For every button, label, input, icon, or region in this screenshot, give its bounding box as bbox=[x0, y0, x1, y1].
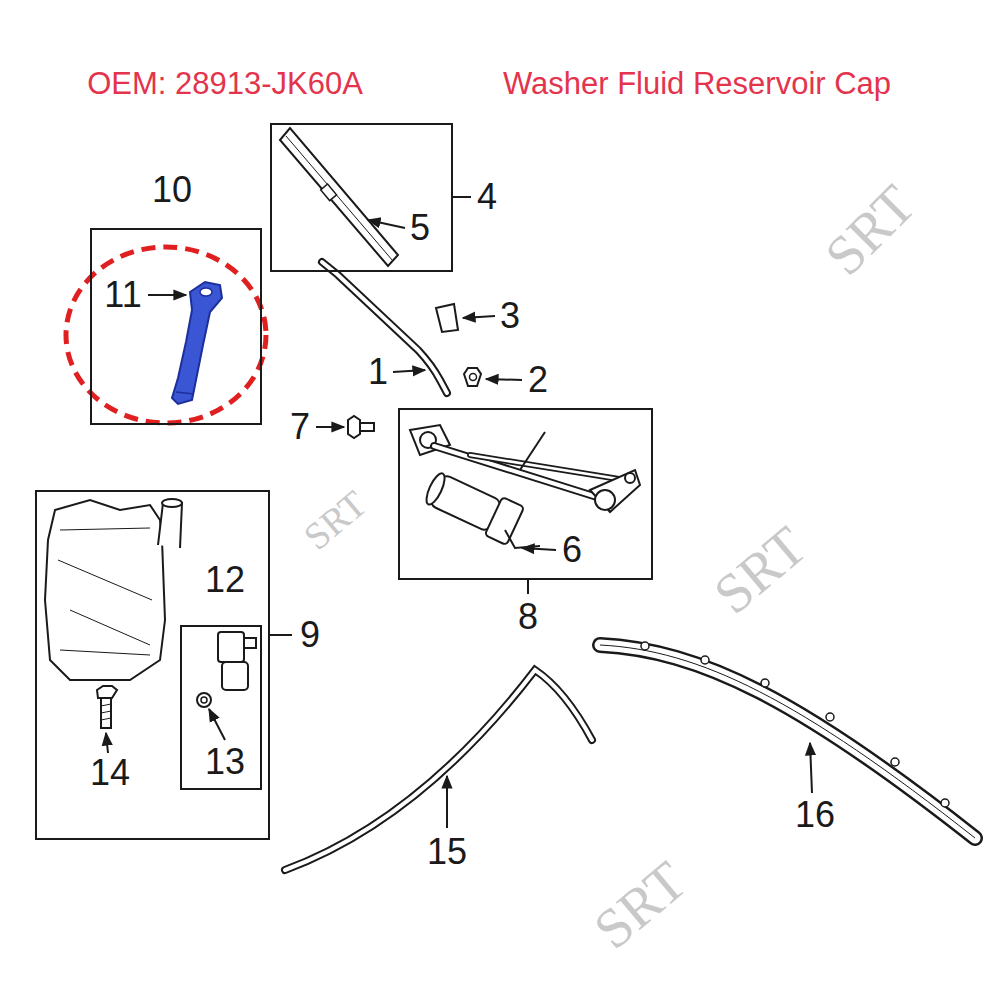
molding-clip bbox=[641, 642, 649, 650]
part-caption: Washer Fluid Reservoir Cap bbox=[503, 68, 891, 99]
callout-number: 3 bbox=[500, 298, 520, 334]
part-group-box: 1213 bbox=[180, 625, 262, 790]
highlight-circle bbox=[66, 247, 266, 423]
molding-clip bbox=[891, 758, 899, 766]
callout-number: 15 bbox=[427, 834, 467, 870]
leader-line bbox=[148, 294, 186, 296]
washer-pump-motor bbox=[222, 662, 248, 690]
leader-line bbox=[393, 370, 425, 372]
filler-neck-hole bbox=[200, 288, 212, 296]
filler-neck-band bbox=[176, 392, 194, 394]
wiper-arm-fill bbox=[322, 262, 447, 393]
leader-line bbox=[106, 733, 108, 753]
bolt-head bbox=[97, 686, 117, 698]
pivot-nut bbox=[464, 368, 481, 386]
leader-line bbox=[316, 426, 344, 428]
pivot-cap bbox=[436, 304, 458, 332]
bracket-line bbox=[527, 580, 529, 594]
leader-line bbox=[209, 709, 225, 740]
leader-line bbox=[486, 379, 522, 380]
filler-neck bbox=[172, 282, 222, 404]
pump-grommet-hole bbox=[201, 697, 207, 703]
callout-number: 13 bbox=[205, 744, 245, 780]
leader-line bbox=[522, 548, 556, 550]
pump-grommet bbox=[197, 693, 211, 707]
callout-number: 16 bbox=[795, 797, 835, 833]
reservoir-tank bbox=[45, 500, 165, 680]
callout-number: 6 bbox=[562, 532, 582, 568]
wiper-blade-clip bbox=[321, 184, 337, 201]
linkage-pivot bbox=[595, 490, 615, 510]
reservoir-neck-opening bbox=[162, 499, 182, 507]
part-group-box: 9141213 bbox=[35, 490, 270, 840]
title-text: OEM: 28913-JK60A bbox=[87, 68, 363, 99]
callout-number: 2 bbox=[528, 362, 548, 398]
molding-clips bbox=[641, 642, 949, 807]
reservoir-detail bbox=[58, 528, 152, 655]
watermark: SRT bbox=[815, 175, 925, 285]
callout-number: 9 bbox=[300, 617, 320, 653]
leader-line bbox=[368, 220, 405, 228]
leader-line bbox=[810, 743, 812, 793]
bolt-shaft bbox=[360, 423, 374, 431]
callout-number: 4 bbox=[477, 179, 497, 215]
motor-bracket bbox=[505, 530, 540, 548]
part-group-box: 45 bbox=[270, 123, 453, 272]
washer-pump bbox=[218, 632, 244, 662]
cowl-molding bbox=[600, 645, 975, 838]
watermark: SRT bbox=[584, 852, 696, 959]
washer-hose bbox=[285, 670, 592, 870]
leader-lines bbox=[106, 197, 812, 828]
bracket-line bbox=[453, 196, 471, 198]
callout-number: 12 bbox=[205, 562, 245, 598]
linkage-link bbox=[520, 432, 545, 470]
motor-end-cap bbox=[423, 471, 448, 507]
washer-pump-port bbox=[244, 638, 256, 648]
bolt-head bbox=[348, 416, 360, 438]
linkage-rod-fill bbox=[470, 455, 625, 480]
callout-number: 10 bbox=[152, 172, 192, 208]
leader-line bbox=[446, 776, 448, 828]
washer-hose-fill bbox=[285, 670, 592, 870]
callout-number: 8 bbox=[518, 599, 538, 635]
callout-number: 5 bbox=[410, 210, 430, 246]
motor-gearbox bbox=[485, 497, 525, 545]
bolt-thread bbox=[101, 704, 111, 720]
cowl-molding-fill bbox=[600, 645, 975, 838]
bolt-shaft bbox=[101, 698, 111, 728]
wiper-blade bbox=[280, 128, 398, 266]
molding-clip bbox=[761, 679, 769, 687]
watermark: SRT bbox=[704, 517, 816, 624]
molding-clip bbox=[701, 656, 709, 664]
watermark: SRT bbox=[297, 484, 373, 556]
leader-line bbox=[463, 316, 495, 318]
wiper-blade-edge bbox=[286, 136, 393, 261]
linkage-pivot bbox=[625, 473, 635, 483]
wiper-motor bbox=[421, 467, 524, 545]
reservoir-neck bbox=[158, 503, 182, 548]
part-group-box: 1011 bbox=[90, 228, 262, 425]
callout-number: 11 bbox=[104, 277, 141, 313]
molding-clip bbox=[826, 713, 834, 721]
pivot-nut-hole bbox=[470, 374, 477, 381]
linkage-rod bbox=[470, 455, 625, 480]
linkage-pivot-bracket bbox=[590, 470, 640, 512]
molding-clip bbox=[941, 799, 949, 807]
part-group-box: 68 bbox=[398, 408, 653, 580]
callout-number: 14 bbox=[90, 755, 130, 791]
bracket-line bbox=[270, 634, 292, 636]
cowl-molding-ridge bbox=[600, 645, 975, 838]
wiper-arm bbox=[322, 262, 447, 393]
callout-number: 1 bbox=[368, 354, 388, 390]
callout-number: 7 bbox=[290, 409, 310, 445]
